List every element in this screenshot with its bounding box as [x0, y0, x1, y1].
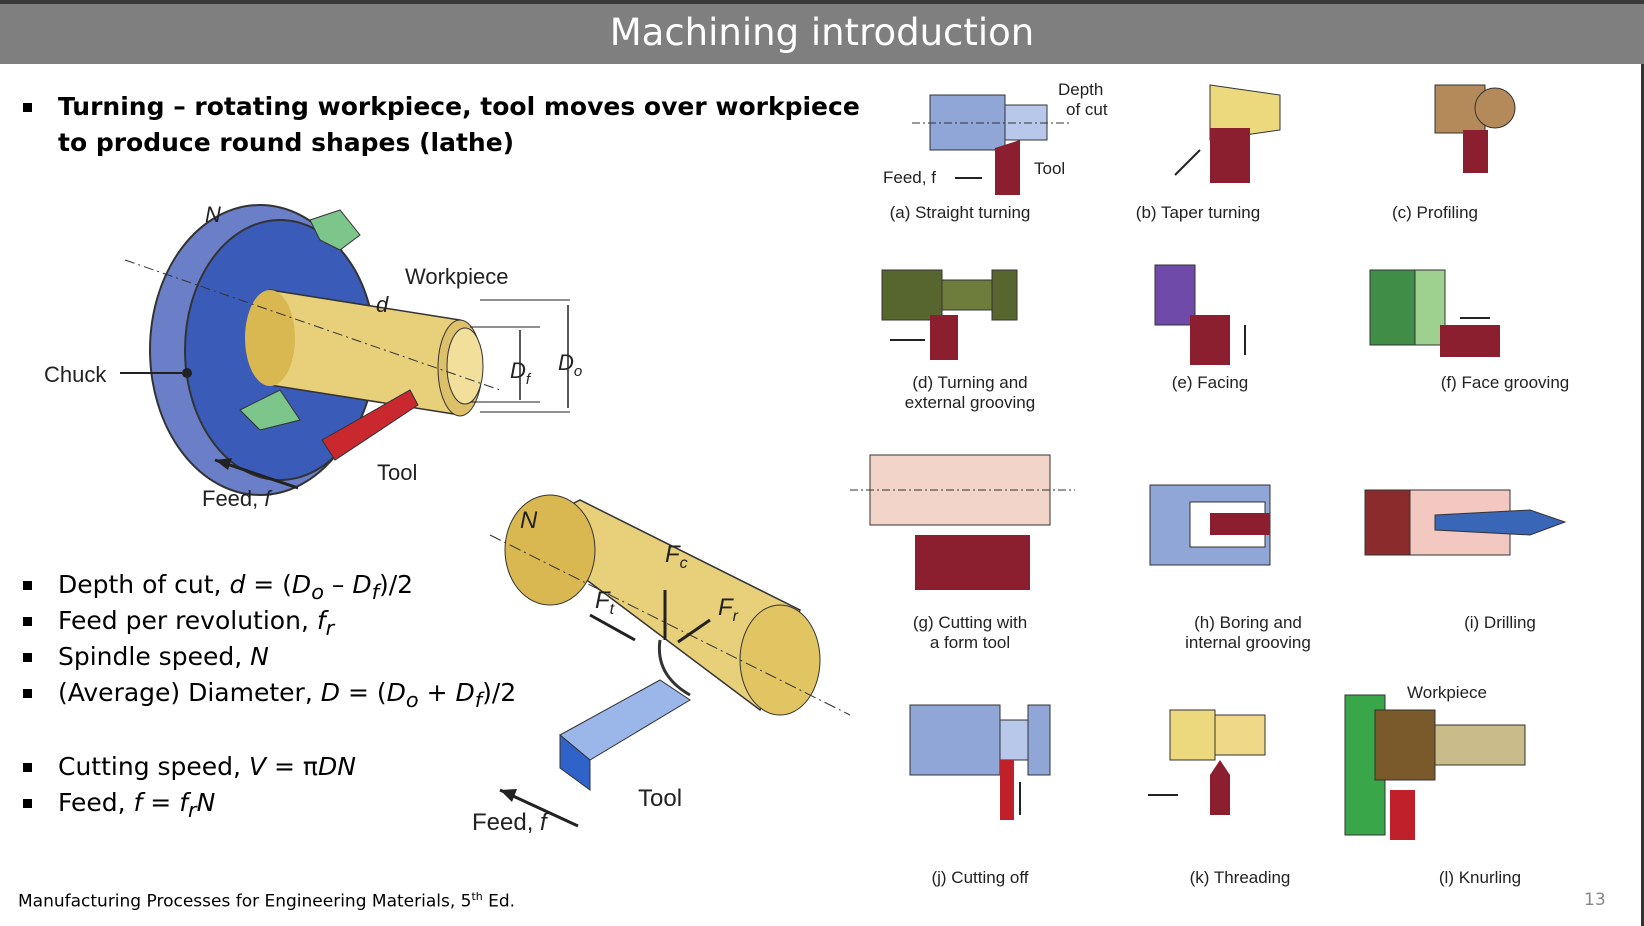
caption-i: (i) Drilling [1464, 613, 1536, 632]
operations-grid: Depth of cut Tool Feed, f [850, 80, 1567, 840]
fig1-tool-label: Tool [377, 460, 417, 485]
fig1-do-label: Do [558, 350, 582, 380]
op-h-boring [1149, 484, 1271, 566]
bullet-feed-per-rev: Feed per revolution, fr [23, 606, 334, 640]
caption-a: (a) Straight turning [889, 203, 1031, 222]
caption-e: (e) Facing [1171, 373, 1249, 392]
fig1-workpiece-label: Workpiece [405, 264, 509, 289]
fig2-tool-label: Tool [638, 785, 682, 812]
caption-c: (c) Profiling [1392, 203, 1478, 222]
fig1-d-label: d [376, 292, 389, 317]
op-k-threading [1148, 709, 1266, 815]
op-d-turning-grooving [881, 269, 1018, 360]
caption-k: (k) Threading [1189, 868, 1291, 887]
bullet-feed: Feed, f = frN [23, 788, 215, 822]
cutting-forces-figure: N Fc Ft Fr Tool Feed, f [472, 494, 851, 836]
fig2-n-label: N [520, 507, 538, 534]
op-f-face-grooving [1369, 269, 1500, 357]
page-number: 13 [1584, 890, 1606, 910]
heading-line1: Turning – rotating workpiece, tool moves… [58, 92, 860, 121]
svg-text:Depth: Depth [1058, 80, 1103, 99]
fig2-fc-label: Fc [665, 541, 688, 572]
bullet-spindle-speed: Spindle speed, N [23, 642, 269, 671]
fig2-ft-label: Ft [595, 587, 615, 618]
caption-j: (j) Cutting off [931, 868, 1029, 887]
op-i-drilling [1364, 489, 1567, 556]
fig1-feed-label: Feed, f [202, 486, 273, 511]
svg-text:of cut: of cut [1066, 100, 1108, 119]
caption-b: (b) Taper turning [1135, 203, 1261, 222]
title-bar: Machining introduction [0, 0, 1644, 64]
fig1-chuck-label: Chuck [44, 362, 107, 387]
right-border [1641, 64, 1644, 926]
footer-citation: Manufacturing Processes for Engineering … [18, 890, 516, 912]
op-g-form-tool [850, 454, 1075, 590]
fig1-n-label: N [205, 202, 221, 227]
lathe-chuck-figure: Workpiece Chuck Tool Feed, f N d Df Do [44, 202, 582, 511]
slide-title: Machining introduction [609, 11, 1035, 54]
op-e-facing [1154, 264, 1246, 365]
bullet-marker [23, 103, 32, 112]
caption-f: (f) Face grooving [1440, 373, 1570, 392]
bullet-depth-of-cut: Depth of cut, d = (Do – Df)/2 [23, 570, 413, 604]
svg-text:Workpiece: Workpiece [1407, 683, 1487, 702]
heading-bullet: Turning – rotating workpiece, tool moves… [23, 92, 860, 121]
bullet-average-diameter: (Average) Diameter, D = (Do + Df)/2 [23, 678, 516, 712]
op-l-knurling: Workpiece [1344, 683, 1526, 840]
heading-line2-wrap: to produce round shapes (lathe) [58, 128, 514, 157]
caption-l: (l) Knurling [1438, 868, 1522, 887]
op-j-cutting-off [909, 704, 1051, 820]
fig2-feed-label: Feed, f [472, 809, 549, 836]
heading-line2: to produce round shapes (lathe) [58, 128, 515, 157]
svg-text:Tool: Tool [1034, 159, 1065, 178]
svg-text:Feed, f: Feed, f [883, 168, 936, 187]
op-c-profiling [1434, 84, 1516, 173]
op-a-straight-turning: Depth of cut Tool Feed, f [883, 80, 1108, 195]
fig1-df-label: Df [510, 358, 532, 388]
op-b-taper-turning [1174, 84, 1281, 183]
fig2-fr-label: Fr [718, 594, 739, 625]
bullet-cutting-speed: Cutting speed, V = πDN [23, 752, 356, 781]
